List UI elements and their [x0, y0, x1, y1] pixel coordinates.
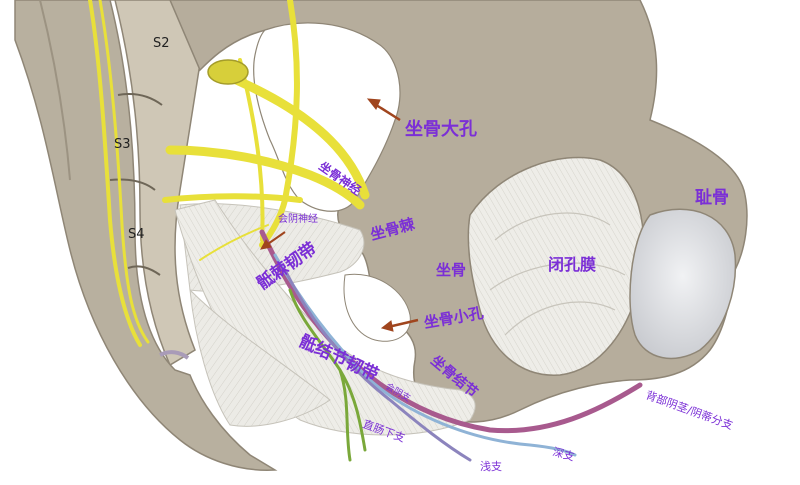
sacrum [14, 0, 278, 471]
lower-ligament-sheet [189, 288, 331, 427]
sacral-nerves [88, 0, 370, 347]
label-s4: S4 [128, 227, 145, 242]
label-deep-branch: 深支 [551, 445, 576, 463]
superficial-branch-line [283, 268, 472, 462]
label-s3: S3 [114, 137, 131, 152]
label-obturator-membrane: 闭孔膜 [548, 255, 596, 274]
label-ischium: 坐骨 [436, 261, 466, 279]
nerve-stump [207, 59, 249, 85]
label-pudendal-nerve: 会阴神经 [278, 212, 318, 225]
deep-branch-line [273, 253, 577, 457]
label-pubis: 耻骨 [695, 187, 729, 208]
label-s2: S2 [153, 36, 170, 51]
pudendal-nerve-trunk [259, 229, 643, 434]
arrows [260, 98, 419, 332]
rectal-branch-line [288, 288, 367, 462]
label-greater-sciatic-foramen: 坐骨大孔 [405, 118, 477, 140]
label-superficial-branch: 浅支 [480, 460, 502, 473]
pudendal-branches [259, 229, 643, 462]
label-dorsal-nerve: 背部阴茎/阴蒂分支 [644, 388, 735, 433]
